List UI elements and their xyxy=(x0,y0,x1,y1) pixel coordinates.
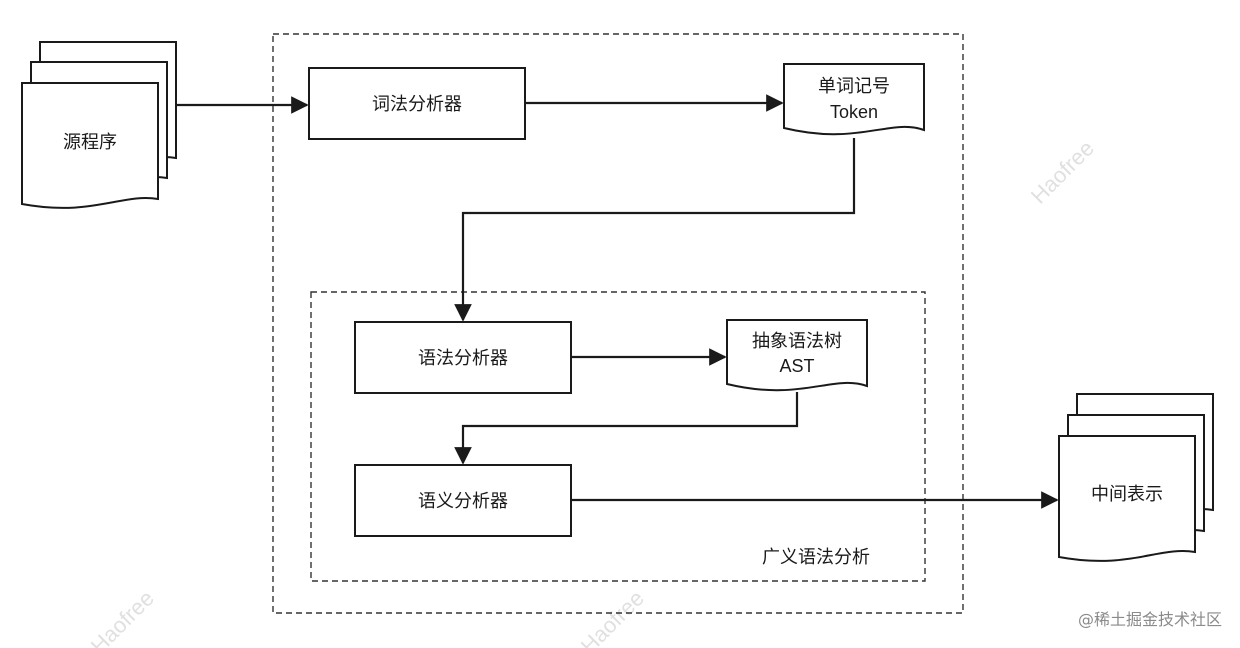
ast-node xyxy=(726,319,868,392)
lexer-label: 词法分析器 xyxy=(372,94,462,115)
parser-label: 语法分析器 xyxy=(418,348,508,369)
arrow-ast-to-semantic xyxy=(454,392,799,465)
inner-group-frame xyxy=(310,291,926,582)
credit-text: @稀土掘金技术社区 xyxy=(1078,610,1222,629)
ast-label-cn: 抽象语法树 xyxy=(752,331,842,352)
token-label-en: Token xyxy=(830,102,878,122)
ir-node xyxy=(1058,393,1214,562)
semantic-box xyxy=(354,464,572,537)
token-node xyxy=(783,63,925,136)
watermark-bottom-center: Haofree xyxy=(576,586,649,648)
ir-label: 中间表示 xyxy=(1091,484,1163,505)
ast-label-en: AST xyxy=(779,356,814,376)
source-program-label: 源程序 xyxy=(63,132,117,153)
arrows xyxy=(176,94,1059,509)
watermark-bottom-left: Haofree xyxy=(86,586,159,648)
watermark-right: Haofree xyxy=(1026,136,1099,209)
inner-group-label: 广义语法分析 xyxy=(762,547,870,568)
outer-frame xyxy=(272,33,964,614)
arrow-token-to-parser xyxy=(454,138,856,322)
semantic-label: 语义分析器 xyxy=(418,491,508,512)
token-label-cn: 单词记号 xyxy=(818,76,890,97)
source-program-node xyxy=(21,41,177,209)
